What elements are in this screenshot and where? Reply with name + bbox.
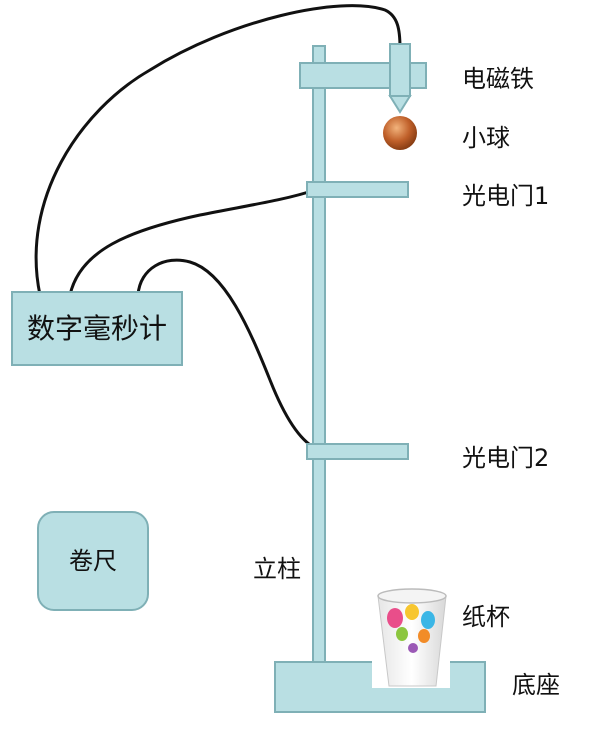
column: [312, 45, 326, 667]
column-label: 立柱: [253, 555, 301, 583]
electromagnet: [388, 43, 412, 114]
wire-electromagnet: [34, 4, 402, 297]
tape-measure: [37, 511, 149, 611]
photogate-1: [306, 181, 409, 198]
ball: [383, 116, 417, 150]
timer-label: 数字毫秒计: [27, 312, 167, 345]
wire-photogate2: [136, 258, 317, 450]
photogate-2: [306, 443, 409, 460]
ball-label: 小球: [462, 124, 510, 152]
electromagnet-label: 电磁铁: [462, 65, 534, 93]
timer-box: [11, 291, 183, 366]
photogate-1-label: 光电门1: [462, 182, 549, 210]
wire-photogate1: [68, 188, 317, 297]
base-label: 底座: [512, 671, 560, 699]
cup-label: 纸杯: [462, 603, 510, 631]
tape-label: 卷尺: [69, 547, 117, 575]
photogate-2-label: 光电门2: [462, 444, 549, 472]
paper-cup: [372, 582, 450, 688]
